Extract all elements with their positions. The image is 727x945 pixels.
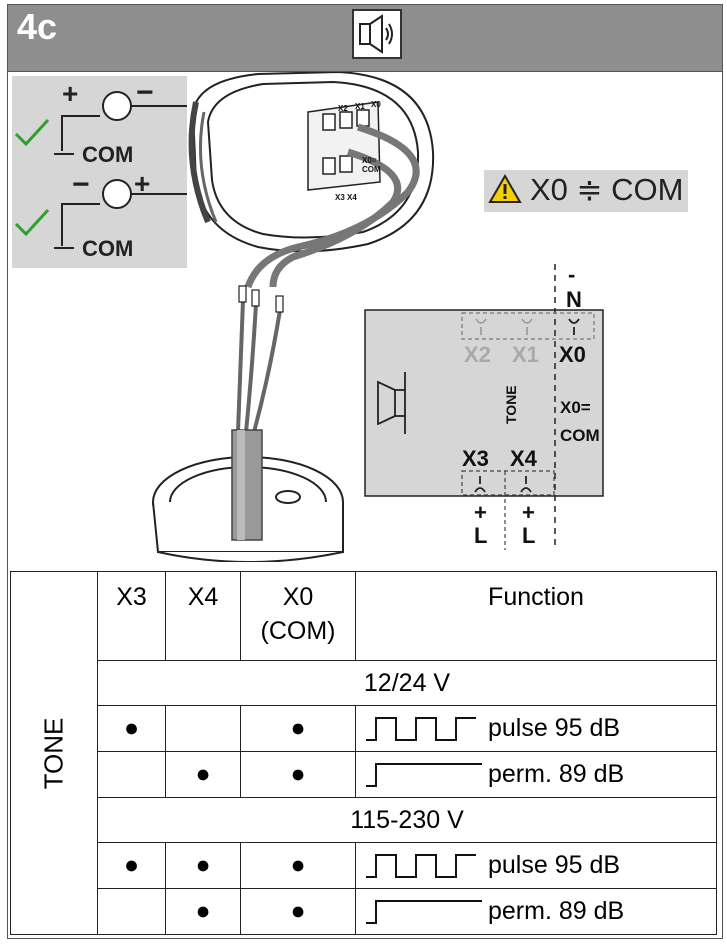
housing-x0com-label: X0= xyxy=(362,156,377,165)
wiring-illustration xyxy=(152,72,604,562)
cell-function: pulse 95 dB xyxy=(355,842,717,889)
n-minus: - xyxy=(568,262,576,287)
polarity-1-minus: − xyxy=(136,76,154,109)
housing-x1-label: X1 xyxy=(355,102,365,111)
speaker-symbol-icon xyxy=(377,372,406,434)
cell-x3: ● xyxy=(97,842,166,889)
permanent-signal-icon xyxy=(366,899,482,924)
voltage-label: 12/24 V xyxy=(97,660,717,706)
l-right: L xyxy=(522,523,536,548)
cell-x3 xyxy=(97,888,166,935)
voltage-label: 115-230 V xyxy=(97,797,717,843)
schematic-x3-label: X3 xyxy=(462,446,489,471)
table-header-row: TONE X3 X4 X0(COM) Function xyxy=(10,571,717,935)
cell-x3: ● xyxy=(97,705,166,752)
cell-x3 xyxy=(97,751,166,798)
housing-x2-label: X2 xyxy=(338,104,348,113)
terminal-block xyxy=(307,101,381,191)
table-row: ● ● pulse 95 dB xyxy=(11,705,717,752)
cell-x4: ● xyxy=(165,751,241,798)
header-function: Function xyxy=(355,571,717,661)
polarity-1-com: COM xyxy=(82,142,134,167)
step-title: 4c xyxy=(17,6,58,47)
warning-box xyxy=(484,170,688,212)
pulse-signal-icon xyxy=(366,853,476,878)
cell-x0: ● xyxy=(240,888,356,935)
cell-function: perm. 89 dB xyxy=(355,751,717,798)
polarity-1-plus: + xyxy=(62,78,79,109)
table-row: ● ● ● pulse 95 dB xyxy=(11,842,717,889)
l-left: L xyxy=(474,523,488,548)
schematic-com-label: COM xyxy=(560,426,600,445)
function-table: TONE X3 X4 X0(COM) Function 12/24 V ● ● … xyxy=(10,571,717,935)
cell-function: pulse 95 dB xyxy=(355,705,717,752)
cable-loop xyxy=(244,123,420,289)
plus-right: + xyxy=(522,500,535,525)
table-row: ● ● perm. 89 dB xyxy=(11,888,717,935)
polarity-2-plus: + xyxy=(134,168,151,199)
page-frame xyxy=(7,4,723,939)
warning-icon xyxy=(488,174,522,203)
pulse-signal-icon xyxy=(366,716,476,741)
cell-x0: ● xyxy=(240,705,356,752)
check-icon xyxy=(14,118,50,237)
warning-text: X0 ≑ COM xyxy=(530,172,684,207)
housing-x3x4-label: X3 X4 xyxy=(335,193,357,202)
voltage-row-2: 115-230 V xyxy=(11,797,717,843)
cell-x0: ● xyxy=(240,751,356,798)
voltage-row-1: 12/24 V xyxy=(11,660,717,706)
cell-x4: ● xyxy=(165,888,241,935)
cable-bundle xyxy=(231,429,263,541)
header-x0: X0(COM) xyxy=(240,571,356,661)
plus-left: + xyxy=(474,500,487,525)
schematic-module xyxy=(364,264,604,550)
n-label: N xyxy=(566,287,582,312)
schematic-x2-label: X2 xyxy=(464,342,491,367)
cell-function: perm. 89 dB xyxy=(355,888,717,935)
header-x3: X3 xyxy=(97,571,166,661)
wire-ends xyxy=(236,299,282,433)
permanent-signal-icon xyxy=(366,762,482,787)
table-row: ● ● perm. 89 dB xyxy=(11,751,717,798)
housing-base xyxy=(152,456,344,562)
polarity-legend xyxy=(12,76,187,268)
polarity-2-com: COM xyxy=(82,236,134,261)
schematic-x0-label: X0 xyxy=(559,342,586,367)
header-x4: X4 xyxy=(165,571,241,661)
schematic-x1-label: X1 xyxy=(512,342,539,367)
tone-row-label: TONE xyxy=(10,571,98,935)
polarity-2-minus: − xyxy=(72,168,90,201)
cell-x4 xyxy=(165,705,241,752)
cell-x4: ● xyxy=(165,842,241,889)
speaker-icon xyxy=(352,9,402,59)
header-bar: 4c xyxy=(7,4,723,72)
schematic-x0-eq-label: X0= xyxy=(560,398,591,417)
cell-x0: ● xyxy=(240,842,356,889)
schematic-tone-label: TONE xyxy=(503,385,519,424)
ferrules xyxy=(238,285,284,313)
housing-com-label: COM xyxy=(362,165,381,174)
housing-xo-label: X0 xyxy=(371,100,381,109)
schematic-x4-label: X4 xyxy=(510,446,537,471)
